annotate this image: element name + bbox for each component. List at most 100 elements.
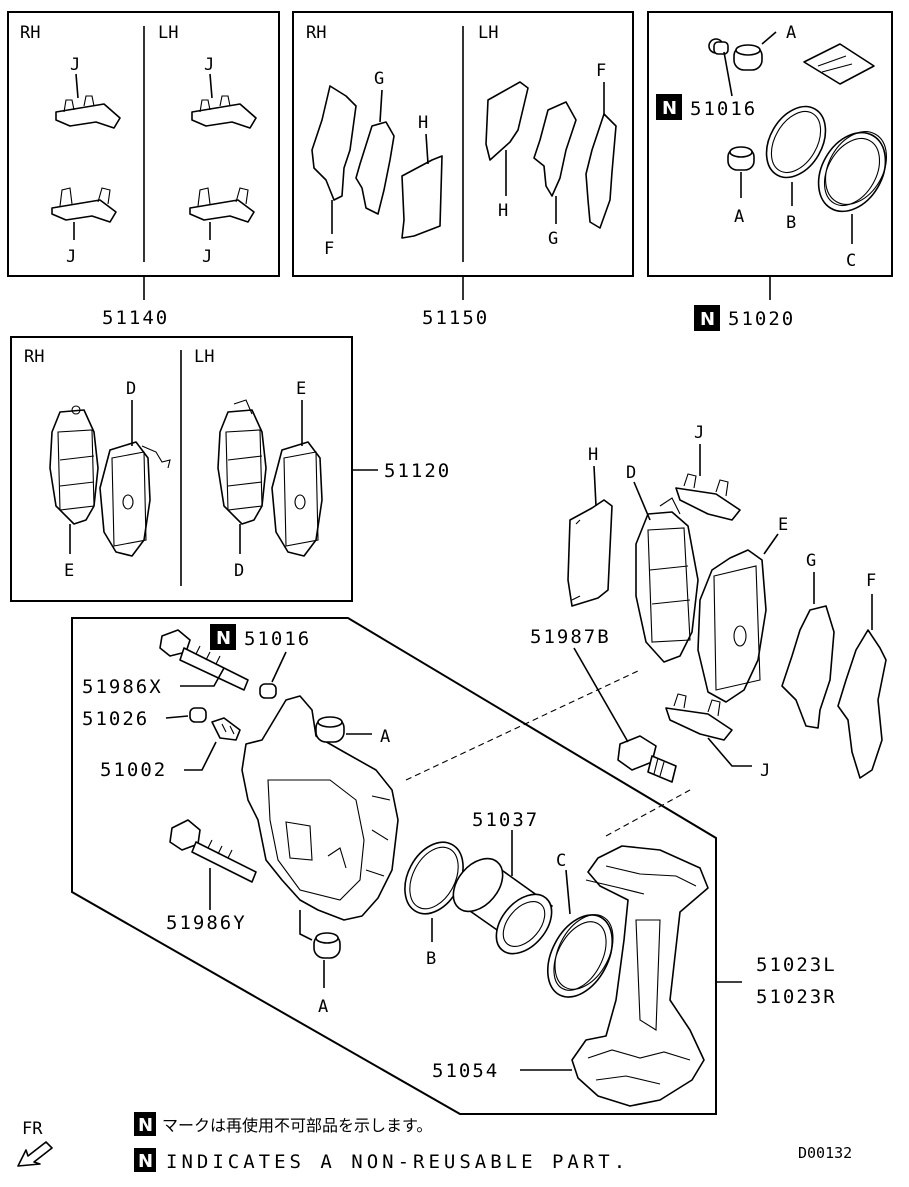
label-h: H	[588, 445, 598, 465]
label-f: F	[866, 571, 876, 591]
badge-51016-letter: N	[662, 98, 677, 119]
label-j-top: J	[694, 423, 704, 443]
clip-rh-bottom	[51, 187, 117, 223]
clips-rh-label: RH	[20, 23, 40, 43]
pads-part-number: 51120	[384, 460, 451, 482]
shims-g-right: G	[548, 229, 558, 249]
clip-lh-top	[191, 95, 257, 129]
dust-boot-c-exploded	[546, 914, 614, 998]
cap-51026	[189, 707, 207, 723]
note-jp-badge-letter: N	[138, 1115, 153, 1136]
dust-boot-c	[817, 131, 887, 213]
badge-51020: N	[694, 305, 720, 331]
label-51054: 51054	[432, 1060, 499, 1082]
shims-h-right: H	[498, 201, 508, 221]
badge-51016-exploded: N	[210, 624, 236, 650]
shims-f-right: F	[596, 61, 606, 81]
label-51987b: 51987B	[530, 626, 611, 648]
shims-lh-label: LH	[478, 23, 498, 43]
right-exploded-pads: H J D E G F J	[530, 423, 887, 783]
pads-frame	[10, 336, 353, 602]
dust-boot-c-lip	[825, 131, 887, 205]
shim-h-exploded	[567, 499, 613, 607]
diagram-code: D00132	[798, 1144, 852, 1162]
seal-part-number: 51020	[728, 308, 795, 330]
seal-c: C	[846, 251, 856, 271]
shim-h-lh	[485, 81, 529, 161]
shim-g-rh	[355, 121, 395, 215]
label-51016: 51016	[244, 628, 311, 650]
leader-a-lower-dash	[299, 910, 313, 941]
piston-seal-b-exploded-inner	[409, 846, 459, 910]
boot-a-caliper-bottom	[313, 932, 341, 959]
label-e: E	[778, 515, 788, 535]
pad-rh-outer	[49, 405, 99, 525]
shims-h-left: H	[418, 113, 428, 133]
note-en-badge-letter: N	[138, 1151, 153, 1172]
leader-j2	[209, 73, 213, 99]
clips-j-bottom-left: J	[66, 247, 76, 267]
label-b: B	[426, 949, 436, 969]
front-arrow-icon	[17, 1141, 53, 1167]
bolt-51987b	[617, 735, 677, 783]
pads-d-bottom: D	[234, 561, 244, 581]
clip-j-exploded-bottom	[665, 693, 733, 741]
pads-lh-label: LH	[194, 347, 214, 367]
front-label: FR	[22, 1119, 43, 1139]
leader-a-top	[761, 31, 777, 45]
shims-rh-label: RH	[306, 23, 326, 43]
note-english: INDICATES A NON-REUSABLE PART.	[166, 1151, 629, 1173]
boot-a-caliper-top	[315, 716, 345, 743]
label-51023r: 51023R	[756, 986, 837, 1008]
clip-j-exploded-top	[675, 473, 741, 521]
shim-f-lh	[585, 113, 617, 229]
clips-j-bottom-right: J	[202, 247, 212, 267]
shims-f-left: F	[324, 239, 334, 259]
leader-51986x	[180, 667, 225, 687]
label-d: D	[626, 463, 636, 483]
badge-51016-box	[656, 94, 682, 120]
leader-h	[593, 465, 597, 507]
clips-lh-label: LH	[158, 23, 178, 43]
piston	[452, 857, 553, 955]
leader-c-exploded	[565, 869, 571, 915]
caliper-assembly-frame	[71, 617, 717, 1115]
caliper-support-bracket	[571, 845, 709, 1107]
piston-seal-b	[765, 105, 827, 179]
seal-b: B	[786, 213, 796, 233]
pad-e-exploded	[697, 549, 767, 703]
guide-pin-y	[169, 819, 257, 883]
pads-d-top: D	[126, 379, 136, 399]
pad-rh-inner	[99, 441, 171, 557]
guide-pin-x	[159, 629, 249, 691]
pads-box: RH LH D E E D 51120	[10, 336, 451, 602]
seal-a-top: A	[786, 23, 796, 43]
clips-j-top-right: J	[204, 55, 214, 75]
clip-lh-bottom	[189, 187, 255, 223]
pads-rh-label: RH	[24, 347, 44, 367]
small-cap	[708, 38, 729, 55]
note-en-badge	[134, 1148, 156, 1172]
badge-51020-letter: N	[700, 309, 715, 330]
shim-g-lh	[533, 101, 577, 197]
shims-part-number: 51150	[422, 307, 489, 329]
leader-h-rh	[425, 133, 429, 165]
shim-f-exploded	[837, 629, 887, 779]
label-c: C	[556, 851, 566, 871]
leader-51987b	[573, 647, 629, 743]
piston-seal-b-inner	[770, 111, 822, 173]
seal-sub-part: 51016	[690, 98, 757, 120]
clip-rh-top	[55, 95, 121, 129]
label-j-bottom: J	[760, 761, 770, 781]
dust-boot-c-exploded-lip	[554, 914, 614, 990]
leader-51026	[165, 715, 189, 719]
shim-f-rh	[311, 85, 357, 201]
badge-51016-exploded-letter: N	[216, 628, 231, 649]
shims-box: RH LH F G H H G F 51150	[292, 11, 634, 329]
caliper-assembly: N 51016 51986X 51026 51002	[71, 617, 837, 1115]
boot-a-top	[733, 44, 763, 71]
alignment-line-1	[405, 669, 641, 781]
badge-51020-box	[694, 305, 720, 331]
alignment-line-2	[605, 789, 691, 837]
